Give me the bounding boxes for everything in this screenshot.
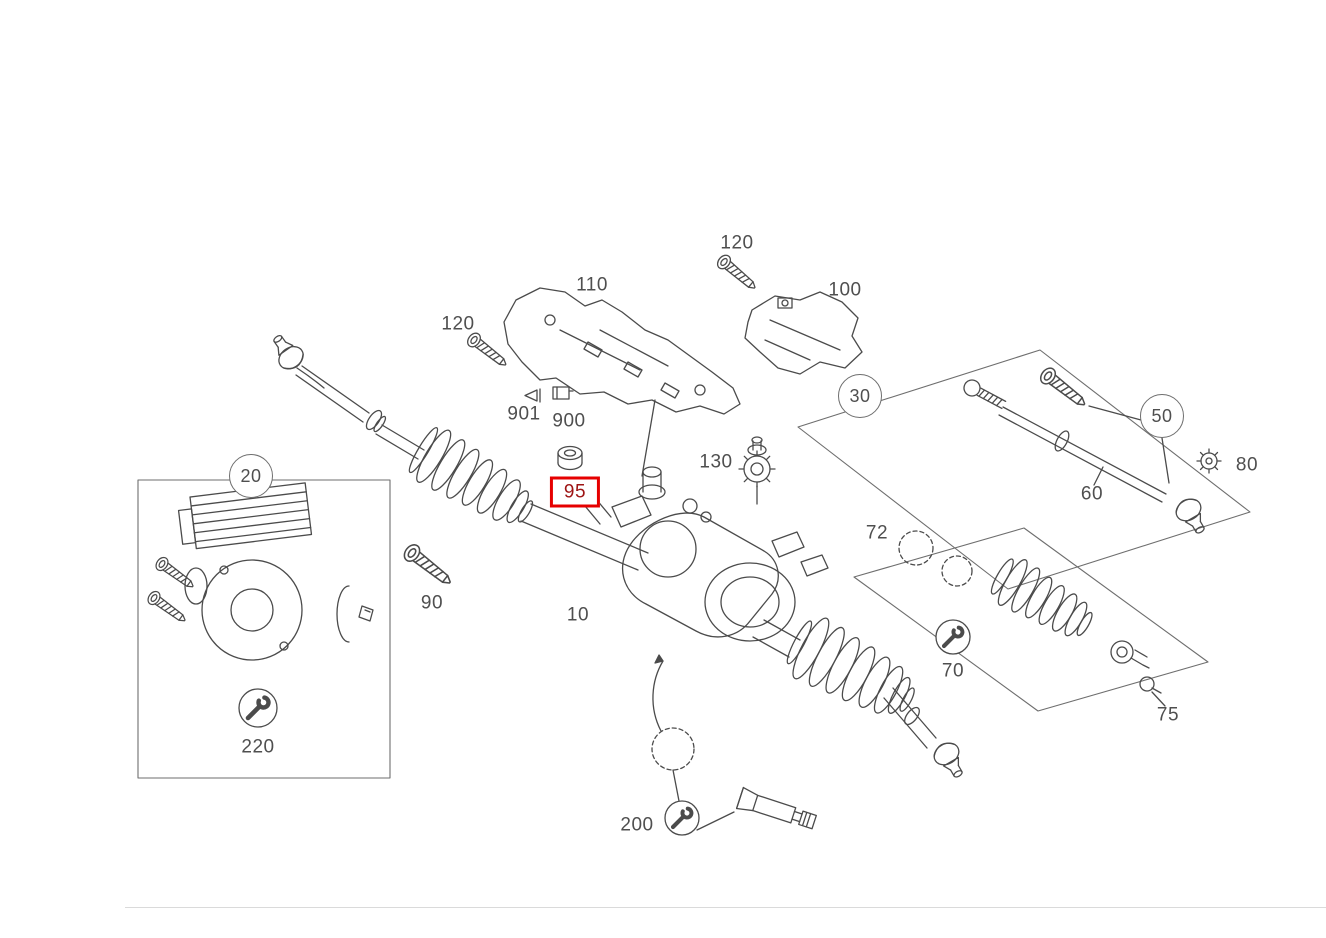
steering-gear-assembly-drawing [265,328,972,784]
part-label-200[interactable]: 200 [620,814,654,836]
wrench-200-icon [664,800,700,836]
part-label-72[interactable]: 72 [865,522,889,544]
part-label-900[interactable]: 900 [552,410,586,432]
part-group-label-30[interactable]: 30 [838,374,882,418]
part-label-120-left[interactable]: 120 [441,313,475,335]
boot-kit-drawing [898,530,1166,707]
plug-901-drawing [524,388,541,403]
part-label-130[interactable]: 130 [699,451,733,473]
heat-shield-110-drawing [503,287,741,415]
part-group-label-20[interactable]: 20 [229,454,273,498]
part-label-75[interactable]: 75 [1156,704,1180,726]
nut-95-drawing [557,445,583,471]
plug-900-drawing [552,386,574,400]
part-label-120-top[interactable]: 120 [720,232,754,254]
motor-unit-20-drawing [144,482,374,728]
grommet-130-drawing [738,436,776,505]
service-kit-200-drawing [651,654,817,831]
part-label-110[interactable]: 110 [576,274,608,296]
heat-shield-100-drawing [744,291,863,375]
part-label-95-highlighted[interactable]: 95 [549,476,601,508]
part-group-label-50[interactable]: 50 [1140,394,1184,438]
tie-rod-kit-drawing [963,364,1222,540]
part-label-901[interactable]: 901 [507,403,541,425]
part-label-10[interactable]: 10 [566,604,590,626]
part-label-220[interactable]: 220 [241,736,275,758]
footer-divider [125,907,1326,908]
kit-box-70-75-outline [853,527,1209,712]
part-label-60[interactable]: 60 [1080,483,1104,505]
wrench-70-icon [935,619,971,655]
part-label-80[interactable]: 80 [1235,454,1259,476]
part-label-100[interactable]: 100 [828,279,862,301]
kit-box-30-50-outline [797,349,1251,590]
part-label-90[interactable]: 90 [420,592,444,614]
part-label-70[interactable]: 70 [941,660,965,682]
